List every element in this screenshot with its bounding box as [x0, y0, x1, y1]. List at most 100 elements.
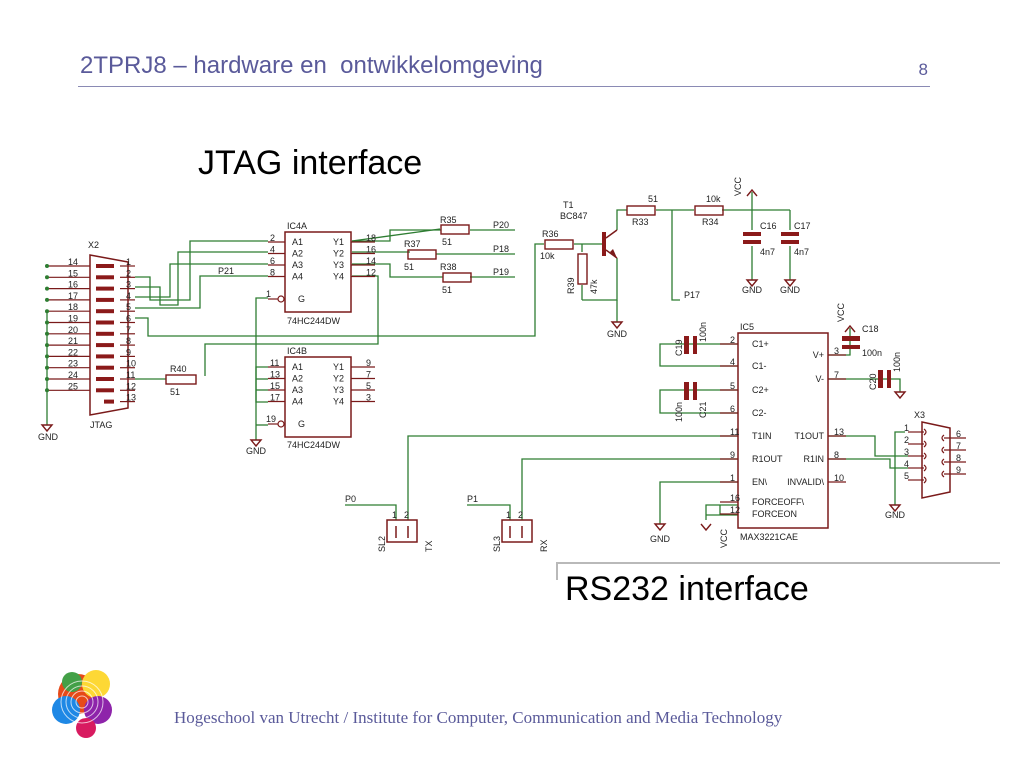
x2-name: X2 — [88, 240, 99, 250]
ic-input-pin: 11 — [270, 358, 279, 368]
ic-output-pin: 12 — [366, 268, 376, 278]
x2-right-pin: 2 — [126, 268, 131, 278]
ic4b-part: 74HC244DW — [287, 440, 341, 450]
x3-name: X3 — [914, 410, 925, 420]
r33-value: 51 — [648, 194, 658, 204]
ic-input-label: A3 — [292, 260, 303, 270]
r39-value: 47k — [589, 279, 599, 294]
x2-left-pin: 14 — [68, 257, 78, 267]
net-p1: P1 — [467, 494, 478, 504]
c17-value: 4n7 — [794, 247, 809, 257]
ic4a-name: IC4A — [287, 221, 307, 231]
x3-pin: 2 — [904, 435, 909, 445]
ic-input-label: A2 — [292, 374, 303, 384]
c21-value: 100n — [674, 402, 684, 422]
x2-connector: X2 1234567891011121314151617181920212223… — [45, 240, 136, 430]
ic5: IC5 MAX3221CAE C1+2C1-4C2+5C2-6T1IN11R1O… — [720, 322, 846, 542]
x2-left-pin: 25 — [68, 381, 78, 391]
ic5-right-pin: 13 — [834, 427, 844, 437]
c20-value: 100n — [892, 352, 902, 372]
x3-pin: 9 — [956, 465, 961, 475]
wires — [46, 192, 908, 524]
rs232-frame — [556, 562, 1000, 580]
x2-right-pin: 4 — [126, 291, 131, 301]
power-labels: VCC VCC VCC GND GND GND GND GND GND GND — [38, 176, 906, 548]
sl3-pin2: 2 — [518, 510, 523, 520]
ic-gate-pin: 1 — [266, 289, 271, 299]
ic-output-label: Y2 — [333, 374, 344, 384]
slide-title: 2TPRJ8 – hardware en ontwikkelomgeving — [80, 52, 543, 79]
ic5-left-label: R1OUT — [752, 454, 783, 464]
gnd-label-1: GND — [38, 432, 59, 442]
x2-label: JTAG — [90, 420, 112, 430]
net-labels: P20 P18 P19 P21 P17 P0 P1 — [218, 220, 700, 504]
x2-left-pin: 17 — [68, 291, 78, 301]
sl2-pin1: 1 — [392, 510, 397, 520]
sl2-label: TX — [424, 540, 434, 552]
page-number: 8 — [918, 60, 928, 79]
net-p17: P17 — [684, 290, 700, 300]
ic-output-pin: 18 — [366, 233, 376, 243]
r36-value: 10k — [540, 251, 555, 261]
ic-output-label: Y3 — [333, 385, 344, 395]
sl2-header: SL2 TX 1 2 — [377, 510, 434, 552]
ic5-right-pin: 10 — [834, 473, 844, 483]
ic-input-pin: 13 — [270, 370, 280, 380]
ic-input-label: A1 — [292, 237, 303, 247]
r38-name: R38 — [440, 262, 457, 272]
x2-right-pin: 1 — [126, 257, 131, 267]
ic5-right-label: V- — [815, 374, 824, 384]
ic-input-label: A4 — [292, 397, 303, 407]
x3-pin: 5 — [904, 471, 909, 481]
x3-pin: 4 — [904, 459, 909, 469]
ic-input-pin: 15 — [270, 381, 280, 391]
ic5-left-pin: 12 — [730, 505, 740, 515]
ic-input-label: A1 — [292, 362, 303, 372]
x2-right-pin: 12 — [126, 381, 136, 391]
ic5-left-pin: 11 — [730, 427, 739, 437]
x2-left-pin: 24 — [68, 370, 78, 380]
ic5-left-label: EN\ — [752, 477, 768, 487]
x3-pin: 8 — [956, 453, 961, 463]
gnd-label-5: GND — [780, 285, 801, 295]
x3-pin: 6 — [956, 429, 961, 439]
ic4a-part: 74HC244DW — [287, 316, 341, 326]
x2-right-pin: 6 — [126, 314, 131, 324]
ic-gate-label: G — [298, 294, 305, 304]
ic5-left-pin: 16 — [730, 493, 740, 503]
x2-right-pin: 13 — [126, 393, 136, 403]
ic-output-pin: 3 — [366, 393, 371, 403]
ic-input-pin: 17 — [270, 393, 280, 403]
title-divider — [78, 86, 930, 87]
c16-value: 4n7 — [760, 247, 775, 257]
r35-value: 51 — [442, 237, 452, 247]
ic5-right-pin: 7 — [834, 370, 839, 380]
gnd-label-2: GND — [246, 446, 267, 456]
ic5-right-pin: 8 — [834, 450, 839, 460]
net-p18: P18 — [493, 244, 509, 254]
r33-name: R33 — [632, 217, 649, 227]
ic5-right-pin: 3 — [834, 346, 839, 356]
t1-part: BC847 — [560, 211, 588, 221]
x2-left-pin: 19 — [68, 314, 78, 324]
x3-pin: 1 — [904, 423, 909, 433]
sl3-name: SL3 — [492, 536, 502, 552]
power-symbols — [40, 188, 907, 532]
x3-pin: 7 — [956, 441, 961, 451]
ic5-part: MAX3221CAE — [740, 532, 798, 542]
x2-right-pin: 7 — [126, 325, 131, 335]
r39-name: R39 — [566, 277, 576, 294]
ic-output-label: Y4 — [333, 272, 344, 282]
net-p0: P0 — [345, 494, 356, 504]
c18-name: C18 — [862, 324, 879, 334]
sl2-name: SL2 — [377, 536, 387, 552]
c18-value: 100n — [862, 348, 882, 358]
r40-value: 51 — [170, 387, 180, 397]
ic5-left-label: C1+ — [752, 339, 769, 349]
r37-name: R37 — [404, 239, 421, 249]
r38-value: 51 — [442, 285, 452, 295]
ic-gate-label: G — [298, 419, 305, 429]
